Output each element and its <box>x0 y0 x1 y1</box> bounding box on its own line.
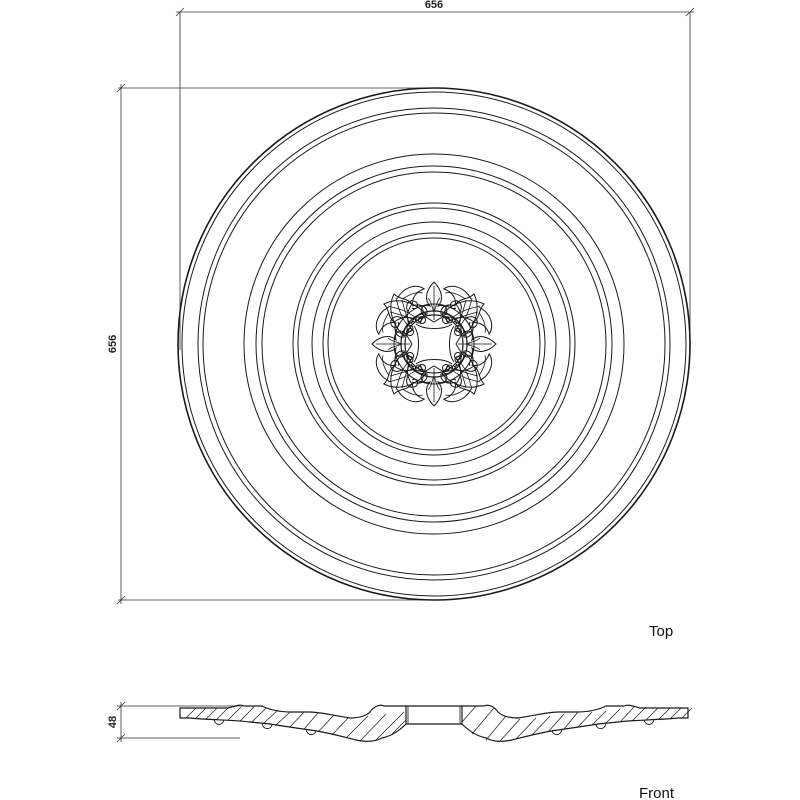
front-view: 48 <box>107 701 693 800</box>
central-ornament <box>368 278 500 410</box>
thickness-dimension: 48 <box>107 701 240 743</box>
medallion-rings <box>177 87 691 601</box>
top-view: 656 656 <box>107 0 695 640</box>
height-dimension-label: 656 <box>107 335 119 353</box>
front-view-label: Front <box>639 785 675 800</box>
width-dimension: 656 <box>175 0 695 350</box>
section-profile <box>179 704 693 742</box>
top-view-label: Top <box>649 623 673 640</box>
width-dimension-label: 656 <box>425 0 443 11</box>
thickness-dimension-label: 48 <box>107 716 119 728</box>
center-hole <box>393 303 475 385</box>
height-dimension: 656 <box>107 83 440 605</box>
